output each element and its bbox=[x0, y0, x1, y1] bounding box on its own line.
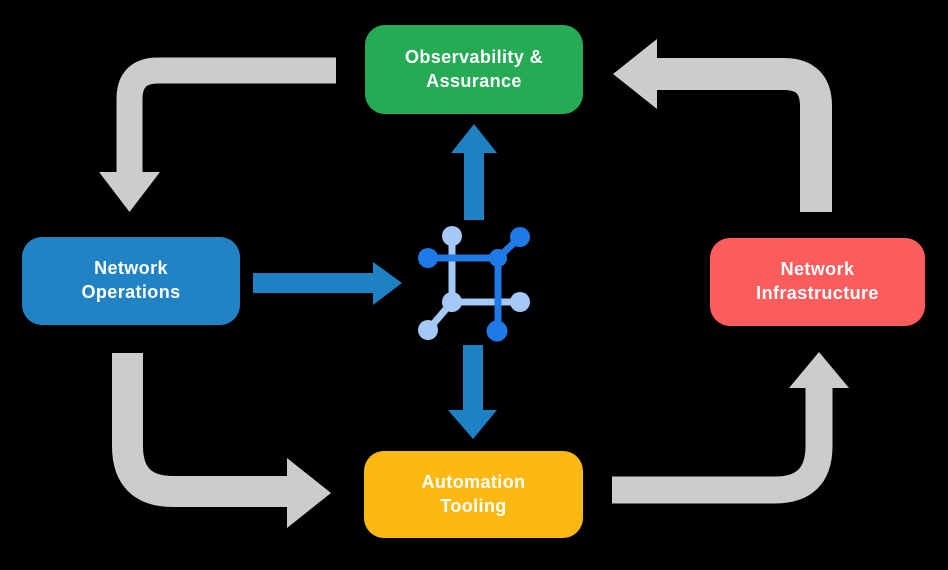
icon-junction-bottom-left bbox=[442, 292, 462, 312]
network-mesh-icon bbox=[418, 226, 530, 342]
node-label-line: Tooling bbox=[440, 495, 507, 516]
icon-node-top-right bbox=[510, 227, 530, 247]
arrowhead-up bbox=[789, 352, 849, 388]
arrowhead-down bbox=[99, 172, 160, 212]
node-network-operations: Network Operations bbox=[22, 237, 240, 325]
node-label-line: Assurance bbox=[426, 70, 522, 91]
arrow-automation-to-infrastructure bbox=[612, 352, 849, 504]
node-label-line: Network bbox=[94, 258, 168, 279]
icon-node-right bbox=[510, 292, 530, 312]
node-network-infrastructure: Network Infrastructure bbox=[710, 238, 925, 326]
arrowhead-right bbox=[287, 458, 331, 528]
arrow-infrastructure-to-observability bbox=[613, 39, 832, 212]
arrowhead-left bbox=[613, 39, 657, 109]
icon-node-bottom bbox=[486, 320, 508, 342]
icon-junction-top-right bbox=[489, 249, 507, 267]
node-label-line: Network bbox=[780, 259, 855, 280]
arrow-center-to-observability bbox=[451, 124, 497, 220]
icon-node-bottom-left bbox=[418, 320, 438, 340]
node-label-line: Infrastructure bbox=[756, 283, 879, 303]
node-label-line: Observability & bbox=[404, 46, 544, 67]
node-label-line: Automation bbox=[421, 471, 526, 492]
icon-node-left bbox=[418, 248, 438, 268]
node-observability-assurance: Observability & Assurance bbox=[365, 25, 583, 114]
arrow-operations-to-automation bbox=[112, 353, 331, 528]
arrow-center-to-automation bbox=[448, 345, 497, 439]
arrow-observability-to-operations bbox=[99, 57, 336, 212]
node-automation-tooling: Automation Tooling bbox=[364, 451, 583, 538]
arrow-operations-to-center bbox=[253, 262, 402, 305]
icon-node-top bbox=[442, 226, 462, 246]
node-label-line: Operations bbox=[81, 282, 181, 302]
